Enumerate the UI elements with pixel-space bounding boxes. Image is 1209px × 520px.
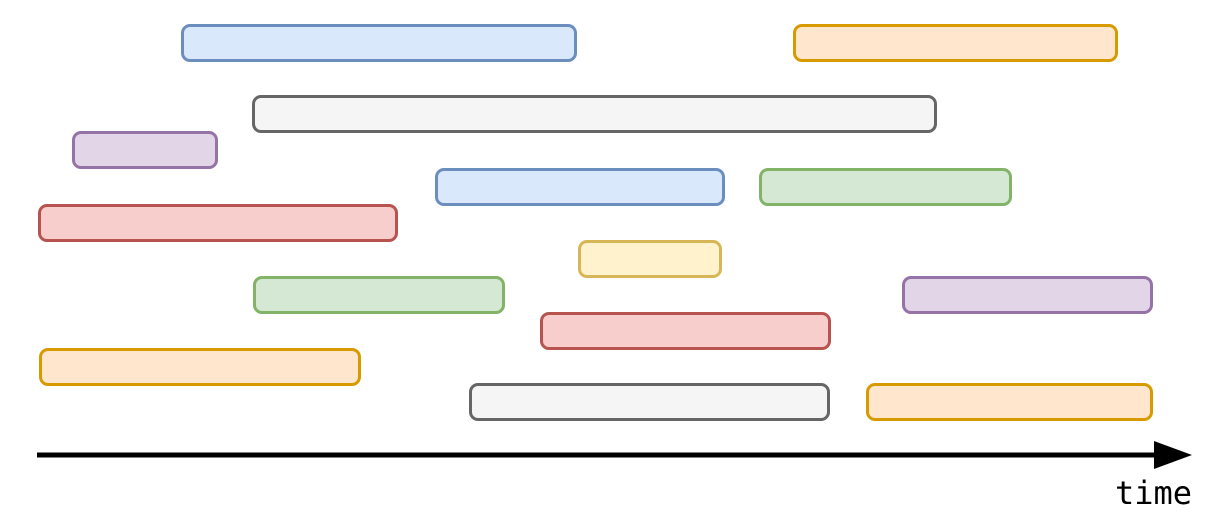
interval-bar-orange-11: [39, 348, 361, 386]
interval-bar-purple-9: [902, 276, 1153, 314]
interval-bar-green-5: [759, 168, 1012, 206]
interval-bar-gray-2: [252, 95, 937, 133]
interval-bar-gray-12: [469, 383, 830, 421]
interval-bar-orange-1: [793, 24, 1118, 62]
interval-bar-blue-4: [435, 168, 725, 206]
interval-bar-purple-3: [72, 131, 218, 169]
interval-bar-red-10: [540, 312, 831, 350]
interval-bar-red-6: [38, 204, 398, 242]
interval-bar-yellow-7: [578, 240, 722, 278]
interval-bar-orange-13: [866, 383, 1153, 421]
interval-bar-green-8: [253, 276, 505, 314]
time-axis-label: time: [1114, 474, 1192, 512]
arrowhead-icon: [1154, 441, 1192, 469]
interval-bar-blue-0: [181, 24, 577, 62]
